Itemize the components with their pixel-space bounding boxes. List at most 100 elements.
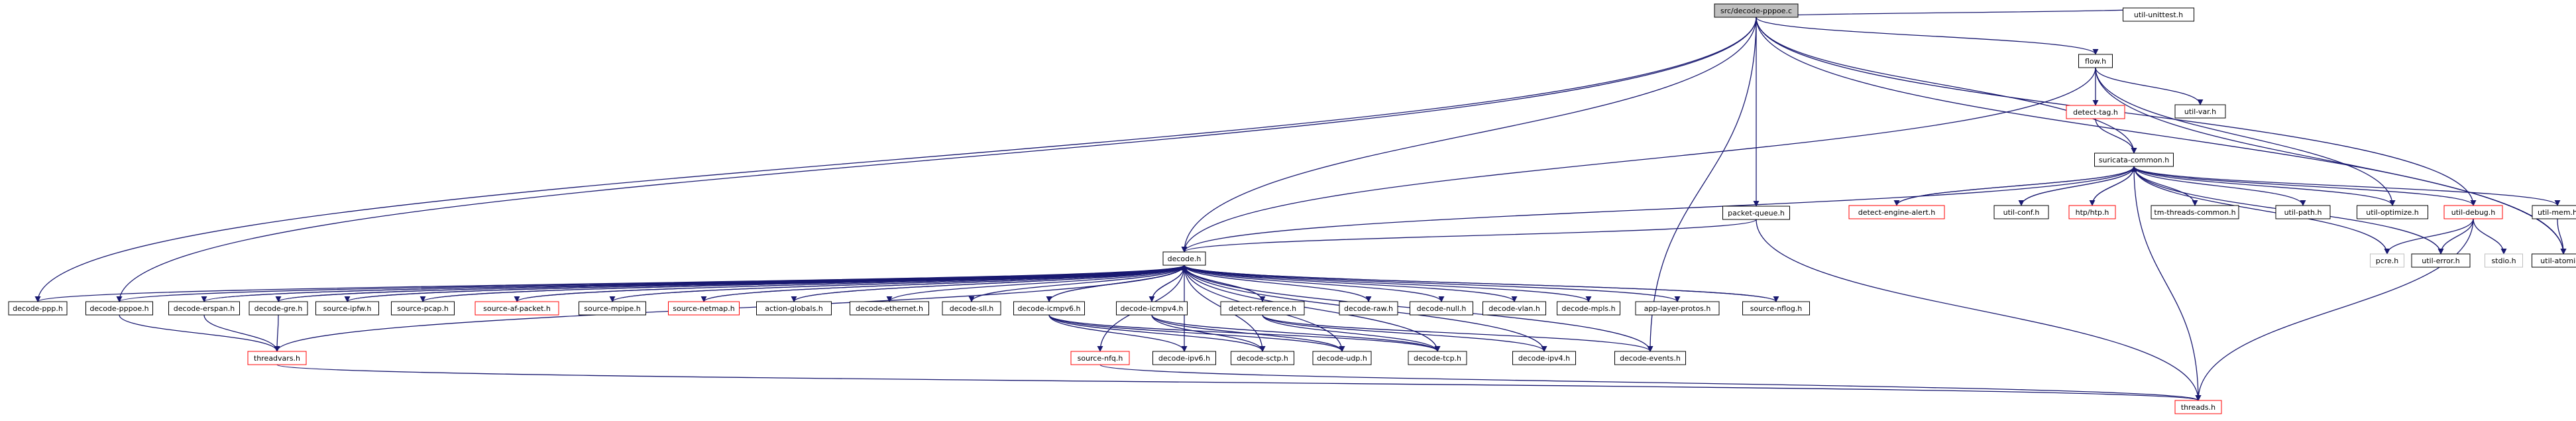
node-util-conf[interactable]: util-conf.h (1993, 205, 2049, 219)
node-label: decode-pppoe.h (89, 304, 148, 313)
node-util-debug[interactable]: util-debug.h (2443, 205, 2503, 219)
node-source-nfq[interactable]: source-nfq.h (1070, 351, 1130, 365)
node-util-unittest[interactable]: util-unittest.h (2123, 7, 2194, 22)
node-suricata-common[interactable]: suricata-common.h (2094, 152, 2174, 167)
node-decode-sll[interactable]: decode-sll.h (942, 301, 1001, 316)
node-label: source-nfq.h (1078, 354, 1123, 363)
node-label: decode-raw.h (1344, 304, 1393, 313)
node-util-var[interactable]: util-var.h (2174, 104, 2226, 119)
edge-util-debug-to-threads (2195, 218, 2474, 401)
node-decode-ppp[interactable]: decode-ppp.h (8, 301, 68, 316)
node-util-atomic[interactable]: util-atomic.h (2532, 253, 2576, 268)
edge-decode-icmpv4-to-decode-tcp (1151, 314, 1441, 352)
node-decode-ethernet[interactable]: decode-ethernet.h (850, 301, 929, 316)
node-util-optimize[interactable]: util-optimize.h (2357, 205, 2428, 219)
edge-flow-to-util-var (2095, 67, 2204, 105)
node-label: flow.h (2085, 57, 2106, 66)
node-label: source-netmap.h (673, 304, 734, 313)
node-decode-udp[interactable]: decode-udp.h (1312, 351, 1372, 365)
edge-util-debug-to-util-error (2437, 218, 2474, 255)
edge-util-conf-to-suricata-common (2021, 166, 2137, 206)
node-app-layer-protos[interactable]: app-layer-protos.h (1635, 301, 1720, 316)
edge-util-debug-to-pcre (2384, 218, 2474, 255)
node-label: decode-vlan.h (1488, 304, 1540, 313)
node-pcre[interactable]: pcre.h (2370, 253, 2404, 268)
edge-decode-to-app-layer-protos (1184, 265, 1681, 302)
node-box (2370, 253, 2404, 268)
node-source-pcap[interactable]: source-pcap.h (391, 301, 455, 316)
node-decode-null[interactable]: decode-null.h (1410, 301, 1473, 316)
node-box (1162, 251, 1206, 266)
node-box (850, 301, 929, 316)
node-threadvars[interactable]: threadvars.h (247, 351, 307, 365)
node-decode[interactable]: decode.h (1162, 251, 1206, 266)
edge-packet-queue-to-decode (1181, 219, 1757, 253)
node-box (2443, 205, 2503, 219)
node-source-af-packet[interactable]: source-af-packet.h (475, 301, 559, 316)
edge-suricata-common-to-util-optimize (2133, 166, 2396, 206)
node-decode-gre[interactable]: decode-gre.h (249, 301, 308, 316)
edge-htp-to-suricata-common (2092, 166, 2137, 206)
node-box (2275, 205, 2331, 219)
node-box (1722, 206, 1790, 220)
node-decode-tcp[interactable]: decode-tcp.h (1408, 351, 1467, 365)
node-label: decode-tcp.h (1414, 354, 1461, 363)
node-stdio[interactable]: stdio.h (2485, 253, 2523, 268)
edge-packet-queue-to-threads (1756, 219, 2202, 401)
node-source-nflog[interactable]: source-nflog.h (1742, 301, 1810, 316)
edge-decode-to-decode-ethernet (886, 265, 1185, 302)
node-util-error[interactable]: util-error.h (2411, 253, 2471, 268)
node-source-mpipe[interactable]: source-mpipe.h (579, 301, 646, 316)
node-box (1557, 301, 1620, 316)
node-root[interactable]: src/decode-pppoe.c (1714, 3, 1799, 18)
node-box (1614, 351, 1686, 365)
edge-root-to-flow (1756, 17, 2099, 55)
node-label: util-unittest.h (2134, 11, 2183, 19)
edge-decode-to-decode-null (1184, 265, 1445, 302)
node-decode-ipv6[interactable]: decode-ipv6.h (1152, 351, 1216, 365)
node-label: decode-ppp.h (13, 304, 63, 313)
node-detect-reference[interactable]: detect-reference.h (1220, 301, 1305, 316)
node-label: decode-mpls.h (1561, 304, 1615, 313)
node-detect-tag[interactable]: detect-tag.h (2066, 105, 2125, 119)
edge-source-ipfw-to-decode (347, 265, 1188, 302)
node-box (1714, 3, 1799, 18)
edge-detect-tag-to-suricata-common (2095, 118, 2137, 154)
node-decode-mpls[interactable]: decode-mpls.h (1557, 301, 1620, 316)
node-decode-icmpv4[interactable]: decode-icmpv4.h (1116, 301, 1188, 316)
node-util-path[interactable]: util-path.h (2275, 205, 2331, 219)
node-label: util-error.h (2422, 257, 2459, 265)
node-decode-raw[interactable]: decode-raw.h (1339, 301, 1398, 316)
node-decode-icmpv6[interactable]: decode-icmpv6.h (1013, 301, 1085, 316)
node-decode-pppoe[interactable]: decode-pppoe.h (85, 301, 153, 316)
node-box (2174, 104, 2226, 119)
edge-root-to-decode (1181, 17, 1757, 253)
edge-decode-icmpv6-to-decode (1048, 265, 1188, 302)
node-util-mem[interactable]: util-mem.h (2532, 205, 2576, 219)
node-label: source-pcap.h (397, 304, 449, 313)
node-action-globals[interactable]: action-globals.h (756, 301, 832, 316)
node-box (756, 301, 832, 316)
node-threads[interactable]: threads.h (2174, 400, 2222, 414)
node-label: decode-null.h (1417, 304, 1467, 313)
node-htp[interactable]: htp/htp.h (2068, 205, 2116, 219)
node-decode-events[interactable]: decode-events.h (1614, 351, 1686, 365)
node-source-ipfw[interactable]: source-ipfw.h (315, 301, 379, 316)
node-packet-queue[interactable]: packet-queue.h (1722, 206, 1790, 220)
node-label: decode-icmpv6.h (1017, 304, 1080, 313)
node-detect-engine-alert[interactable]: detect-engine-alert.h (1848, 205, 1945, 219)
node-label: util-mem.h (2538, 208, 2576, 217)
edge-suricata-common-to-pcre (2133, 166, 2390, 255)
edge-root-to-util-unittest (1756, 7, 2161, 18)
node-decode-erspan[interactable]: decode-erspan.h (168, 301, 240, 316)
node-decode-ipv4[interactable]: decode-ipv4.h (1512, 351, 1576, 365)
node-tm-threads-common[interactable]: tm-threads-common.h (2151, 205, 2239, 219)
edge-decode-erspan-to-threadvars (203, 314, 280, 352)
node-box (2532, 253, 2576, 268)
node-decode-sctp[interactable]: decode-sctp.h (1231, 351, 1294, 365)
node-flow[interactable]: flow.h (2078, 54, 2113, 68)
node-source-netmap[interactable]: source-netmap.h (668, 301, 740, 316)
edge-root-to-suricata-common (1756, 17, 2137, 154)
edge-detect-engine-alert-to-suricata-common (1896, 166, 2137, 206)
node-decode-vlan[interactable]: decode-vlan.h (1483, 301, 1546, 316)
